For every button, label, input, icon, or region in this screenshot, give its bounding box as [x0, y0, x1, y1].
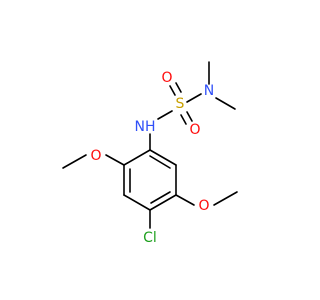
bond-c5-o-right	[175, 194, 195, 206]
atom-nh: NH	[135, 119, 156, 135]
atom-o-top: O	[161, 70, 172, 86]
atom-o-left: O	[90, 148, 101, 164]
bonds	[62, 61, 238, 229]
bond-o-left-methyl	[62, 154, 87, 169]
atom-n: N	[204, 83, 214, 99]
atom-cl: Cl	[143, 230, 157, 246]
ring-bond-c4-c5	[149, 194, 177, 211]
bond-s-o-top-2	[175, 82, 182, 93]
ring-bond-c6-c1	[149, 149, 177, 166]
atom-o-bottom: O	[189, 122, 200, 138]
ring-inner-c1-c6	[149, 155, 171, 169]
bond-s-o-bottom-2	[186, 111, 193, 122]
bond-nh-s	[157, 110, 173, 120]
atom-s: S	[176, 96, 185, 112]
atom-labels: NH S N O O O O Cl	[90, 70, 214, 246]
bond-n-methyl-right	[215, 97, 236, 110]
bond-s-o-bottom-1	[180, 114, 187, 125]
bond-c2-o-left	[105, 154, 125, 166]
ring-bond-c3-c4	[123, 194, 151, 211]
ring-bond-c1-c2	[123, 149, 151, 166]
bond-o-right-methyl	[213, 191, 238, 206]
bond-s-n	[186, 93, 202, 103]
atom-o-right: O	[198, 198, 209, 214]
bond-s-o-top-1	[169, 85, 176, 96]
ring-inner-c4-c5	[150, 191, 171, 204]
molecule-structure: NH S N O O O O Cl	[62, 61, 238, 246]
